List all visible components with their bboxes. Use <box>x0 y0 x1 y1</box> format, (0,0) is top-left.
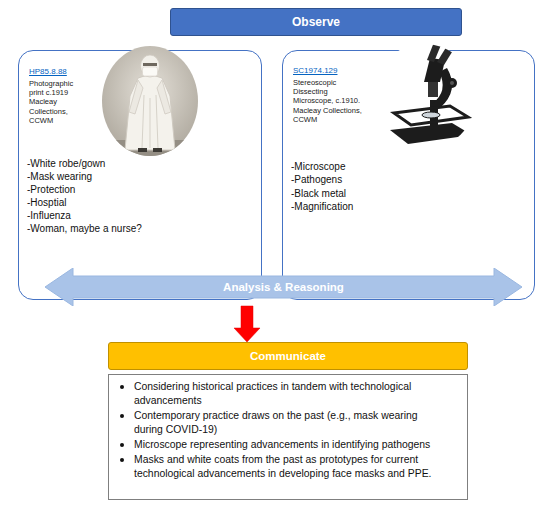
band-label: Analysis & Reasoning <box>45 268 522 306</box>
summary-point: Considering historical practices in tand… <box>134 380 446 408</box>
object-caption: Stereoscopic Dissecting Microscope, c.19… <box>293 78 365 124</box>
observation-item: -Protection <box>27 183 75 196</box>
observation-panel: SC1974.129Stereoscopic Dissecting Micros… <box>282 50 535 300</box>
bullet-item: Microscope representing advancements in … <box>109 438 467 452</box>
observation-item: -Influenza <box>27 209 71 222</box>
bullet-dot <box>120 443 124 447</box>
object-caption: Photographic print c.1919 Macleay Collec… <box>29 79 85 125</box>
catalogue-number: HP85.8.88 <box>29 67 67 77</box>
observation-item: -White robe/gown <box>27 157 105 170</box>
summary-point: Contemporary practice draws on the past … <box>134 409 446 437</box>
summary-box: Considering historical practices in tand… <box>108 374 468 500</box>
observation-item: -Hosptial <box>27 196 66 209</box>
bullet-item: Masks and white coats from the past as p… <box>109 453 467 481</box>
catalogue-number: SC1974.129 <box>293 66 337 76</box>
observation-item: -Pathogens <box>291 173 342 186</box>
summary-point: Masks and white coats from the past as p… <box>134 453 446 481</box>
bullet-dot <box>120 414 124 418</box>
bullet-item: Contemporary practice draws on the past … <box>109 409 467 437</box>
stage-title: Communicate <box>109 343 467 369</box>
stage-banner: Communicate <box>108 342 468 370</box>
nurse-photo <box>100 44 200 160</box>
summary-point: Microscope representing advancements in … <box>134 438 446 452</box>
stage-title: Observe <box>171 9 461 35</box>
bullet-dot <box>120 385 124 389</box>
flow-arrow <box>234 306 260 342</box>
double-arrow-shape <box>45 268 522 306</box>
observation-item: -Microscope <box>291 160 345 173</box>
microscope-photo <box>370 37 480 152</box>
bullet-item: Considering historical practices in tand… <box>109 380 467 408</box>
bullet-dot <box>120 458 124 462</box>
observation-item: -Woman, maybe a nurse? <box>27 222 142 235</box>
observation-panel: HP85.8.88Photographic print c.1919 Macle… <box>18 50 262 300</box>
observation-item: -Mask wearing <box>27 170 92 183</box>
observation-item: -Magnification <box>291 200 353 213</box>
observation-item: -Black metal <box>291 187 346 200</box>
double-arrow-band: Analysis & Reasoning <box>45 268 522 306</box>
stage-banner: Observe <box>170 8 462 36</box>
